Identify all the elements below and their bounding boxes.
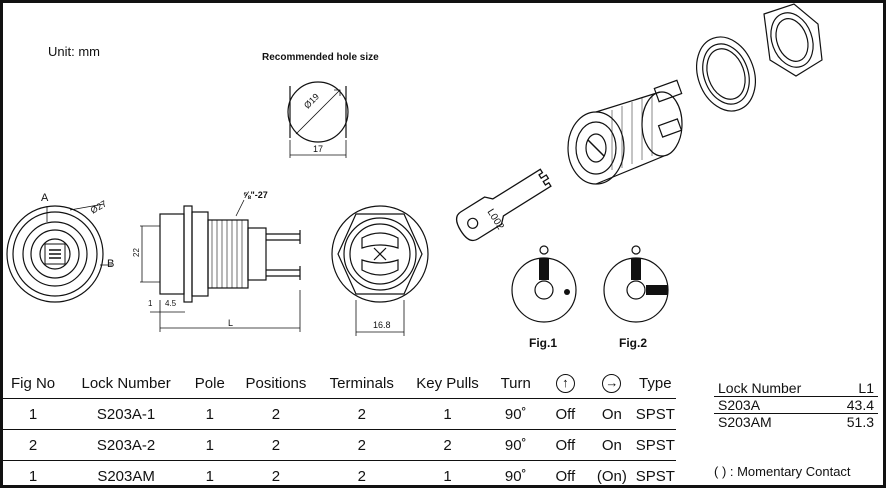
spec-table: Fig No Lock Number Pole Positions Termin… xyxy=(0,368,676,491)
cell-turn: 90˚ xyxy=(490,430,542,461)
dim-1-label: 1 xyxy=(148,299,152,308)
cell-pos-up: Off xyxy=(542,430,590,461)
l1-header-lock-number: Lock Number xyxy=(714,380,826,397)
header-arrow-up: ↑ xyxy=(542,368,590,399)
header-turn: Turn xyxy=(490,368,542,399)
cell-key-pulls: 1 xyxy=(405,399,490,430)
cell-type: SPST xyxy=(635,430,676,461)
cell-pos-up: Off xyxy=(542,399,590,430)
momentary-contact-note: ( ) : Momentary Contact xyxy=(714,464,851,479)
cell-pole: 1 xyxy=(186,461,234,491)
dim-4-5-label: 4.5 xyxy=(165,299,176,308)
cell-lock-number: S203A-2 xyxy=(66,430,186,461)
cell-lock-number: S203AM xyxy=(66,461,186,491)
thread-label: ⅝"-27 xyxy=(243,190,268,200)
cell-positions: 2 xyxy=(234,399,319,430)
table-row: 2 S203A-2 1 2 2 2 90˚ Off On SPST xyxy=(0,430,676,461)
cell-terminals: 2 xyxy=(318,430,405,461)
header-pole: Pole xyxy=(186,368,234,399)
exploded-view xyxy=(452,4,822,244)
cell-pole: 1 xyxy=(186,399,234,430)
cell-fig-no: 1 xyxy=(0,399,66,430)
cell-terminals: 2 xyxy=(318,399,405,430)
rear-view xyxy=(332,206,428,336)
dim-b-label: B xyxy=(107,258,114,270)
cell-key-pulls: 1 xyxy=(405,461,490,491)
recommended-hole-label: Recommended hole size xyxy=(262,52,379,63)
cell-positions: 2 xyxy=(234,461,319,491)
side-view xyxy=(140,200,300,332)
dim-l-label: L xyxy=(228,318,233,328)
cell-pos-right: (On) xyxy=(589,461,634,491)
l1-header-l1: L1 xyxy=(826,380,878,397)
washer-drawing xyxy=(687,29,766,120)
fig2-label: Fig.2 xyxy=(619,336,647,350)
fig1-diagram xyxy=(512,246,576,322)
arrow-right-circle-icon: → xyxy=(602,374,621,393)
front-view xyxy=(7,204,112,302)
l1-table-header: Lock Number L1 xyxy=(714,380,878,397)
header-type: Type xyxy=(635,368,676,399)
hex-nut-drawing xyxy=(764,4,822,76)
lock-barrel-drawing xyxy=(568,80,682,184)
l1-cell-lock-number: S203AM xyxy=(714,414,826,431)
cell-pos-up: Off xyxy=(542,461,590,491)
l1-cell-value: 43.4 xyxy=(826,397,878,414)
arrow-up-circle-icon: ↑ xyxy=(556,374,575,393)
cell-turn: 90˚ xyxy=(490,461,542,491)
table-row: 1 S203A-1 1 2 2 1 90˚ Off On SPST xyxy=(0,399,676,430)
header-lock-number: Lock Number xyxy=(66,368,186,399)
header-fig-no: Fig No xyxy=(0,368,66,399)
spec-table-header: Fig No Lock Number Pole Positions Termin… xyxy=(0,368,676,399)
cell-type: SPST xyxy=(635,461,676,491)
dim-16-8-label: 16.8 xyxy=(373,320,391,330)
cell-fig-no: 2 xyxy=(0,430,66,461)
table-row: 1 S203AM 1 2 2 1 90˚ Off (On) SPST xyxy=(0,461,676,491)
table-row: S203AM 51.3 xyxy=(714,414,878,431)
cell-pos-right: On xyxy=(589,430,634,461)
dim-a-label: A xyxy=(41,192,48,204)
fig2-diagram xyxy=(604,246,668,322)
l1-table: Lock Number L1 S203A 43.4 S203AM 51.3 xyxy=(714,380,878,430)
table-row: S203A 43.4 xyxy=(714,397,878,414)
cell-fig-no: 1 xyxy=(0,461,66,491)
cell-key-pulls: 2 xyxy=(405,430,490,461)
cell-pos-right: On xyxy=(589,399,634,430)
cell-pole: 1 xyxy=(186,430,234,461)
header-arrow-right: → xyxy=(589,368,634,399)
cell-type: SPST xyxy=(635,399,676,430)
l1-cell-lock-number: S203A xyxy=(714,397,826,414)
fig1-label: Fig.1 xyxy=(529,336,557,350)
cell-terminals: 2 xyxy=(318,461,405,491)
hole-flat-label: 17 xyxy=(313,144,323,154)
header-positions: Positions xyxy=(234,368,319,399)
key-drawing xyxy=(452,163,555,244)
dim-22-label: 22 xyxy=(132,248,141,257)
cell-lock-number: S203A-1 xyxy=(66,399,186,430)
header-key-pulls: Key Pulls xyxy=(405,368,490,399)
header-terminals: Terminals xyxy=(318,368,405,399)
cell-turn: 90˚ xyxy=(490,399,542,430)
l1-cell-value: 51.3 xyxy=(826,414,878,431)
cell-positions: 2 xyxy=(234,430,319,461)
unit-label: Unit: mm xyxy=(48,44,100,59)
